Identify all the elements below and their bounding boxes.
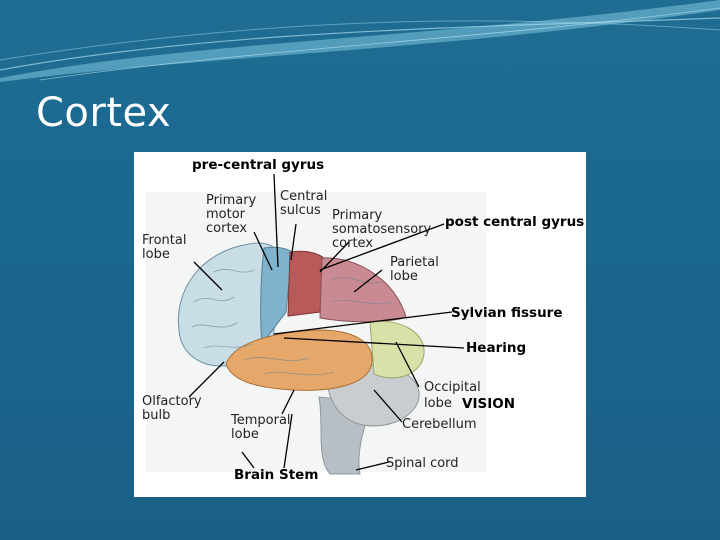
- label-brain-stem: Brain Stem: [234, 467, 319, 483]
- label-primary-somatosensory-2: somatosensory: [332, 222, 432, 237]
- label-frontal-lobe-2: lobe: [142, 247, 170, 262]
- label-primary-motor-cortex-3: cortex: [206, 221, 248, 236]
- label-parietal-lobe-1: Parietal: [390, 255, 439, 270]
- label-post-central-gyrus: post central gyrus: [445, 214, 585, 230]
- label-primary-motor-cortex-1: Primary: [206, 193, 257, 208]
- label-hearing: Hearing: [466, 340, 527, 356]
- label-olfactory-bulb-1: Olfactory: [142, 394, 202, 409]
- label-primary-somatosensory-3: cortex: [332, 236, 374, 251]
- header-swoosh-decoration: [0, 0, 720, 82]
- label-occipital-lobe-2: lobe: [424, 396, 452, 411]
- slide-title: Cortex: [36, 90, 172, 136]
- label-olfactory-bulb-2: bulb: [142, 408, 171, 423]
- label-temporal-lobe-1: Temporal: [231, 413, 291, 428]
- brain-diagram: pre-central gyrus Primary motor cortex C…: [134, 152, 586, 497]
- label-central-sulcus-2: sulcus: [280, 203, 321, 218]
- label-vision: VISION: [462, 396, 515, 412]
- label-spinal-cord: Spinal cord: [386, 456, 459, 471]
- label-cerebellum: Cerebellum: [402, 417, 477, 432]
- label-pre-central-gyrus: pre-central gyrus: [192, 157, 325, 173]
- label-occipital-lobe-1: Occipital: [424, 380, 481, 395]
- label-central-sulcus-1: Central: [280, 189, 328, 204]
- label-sylvian-fissure: Sylvian fissure: [451, 305, 563, 321]
- label-temporal-lobe-2: lobe: [231, 427, 259, 442]
- brain-illustration: [146, 173, 486, 475]
- label-parietal-lobe-2: lobe: [390, 269, 418, 284]
- label-primary-motor-cortex-2: motor: [206, 207, 246, 222]
- label-frontal-lobe-1: Frontal: [142, 233, 187, 248]
- label-primary-somatosensory-1: Primary: [332, 208, 383, 223]
